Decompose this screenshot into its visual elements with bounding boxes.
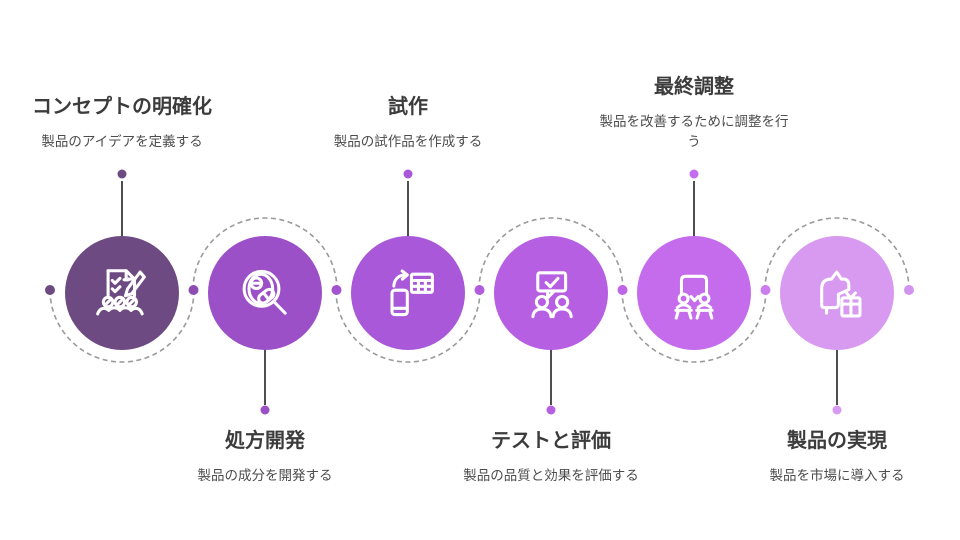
team-desks-board-icon: [674, 274, 714, 320]
dashed-arc-1: [49, 289, 195, 363]
step-1-label: コンセプトの明確化 製品のアイデアを定義する: [24, 62, 220, 152]
step-1-circle[interactable]: [65, 236, 179, 350]
step-4-label: テストと評価 製品の品質と効果を評価する: [453, 428, 649, 486]
step-6-description: 製品を市場に導入する: [769, 468, 905, 483]
dashed-arc-3: [335, 289, 481, 363]
step-6-label: 製品の実現 製品を市場に導入する: [739, 428, 935, 486]
step-3-title: 試作: [388, 96, 428, 118]
step-4-title: テストと評価: [491, 430, 611, 452]
track-dot-start: [45, 285, 55, 295]
dashed-arc-6: [764, 217, 910, 291]
phone-table-transfer-icon: [390, 269, 434, 317]
track-dot: [760, 285, 771, 295]
step-1-title: コンセプトの明確化: [32, 96, 212, 118]
checklist-pencil-team-icon: [96, 269, 146, 316]
track-dot: [617, 285, 628, 295]
track-dot: [331, 285, 342, 295]
step-3-circle[interactable]: [351, 236, 465, 350]
step-5-circle[interactable]: [637, 236, 751, 350]
step-5-label: 最終調整 製品を改善するために調整を行う: [596, 62, 792, 152]
step-2-circle[interactable]: [208, 236, 322, 350]
step-3-description: 製品の試作品を作成する: [333, 134, 483, 149]
step-5-description: 製品を改善するために調整を行う: [599, 114, 789, 149]
connector-dot-1: [117, 169, 127, 179]
connector-dot-2: [260, 405, 270, 415]
connector-dot-4: [546, 405, 556, 415]
step-3-label: 試作 製品の試作品を作成する: [310, 62, 506, 152]
step-4-circle[interactable]: [494, 236, 608, 350]
connector-dot-5: [689, 169, 699, 179]
step-1-description: 製品のアイデアを定義する: [41, 134, 203, 149]
connector-dot-6: [832, 405, 842, 415]
track-dot-end: [904, 285, 914, 295]
track-dot: [474, 285, 485, 295]
step-2-label: 処方開発 製品の成分を開発する: [167, 428, 363, 486]
connector-dot-3: [403, 169, 413, 179]
pill-magnifier-icon: [242, 269, 287, 315]
track-dot: [188, 285, 199, 295]
step-5-title: 最終調整: [654, 76, 734, 98]
feedback-check-people-icon: [531, 271, 573, 319]
step-6-circle[interactable]: [780, 236, 894, 350]
dashed-arc-4: [478, 217, 624, 291]
step-4-description: 製品の品質と効果を評価する: [463, 468, 639, 483]
step-2-description: 製品の成分を開発する: [197, 468, 333, 483]
dog-gift-launch-icon: [820, 270, 862, 318]
step-2-title: 処方開発: [225, 430, 305, 452]
dashed-arc-2: [192, 217, 338, 291]
dashed-arc-5: [621, 289, 767, 363]
step-6-title: 製品の実現: [787, 430, 887, 452]
